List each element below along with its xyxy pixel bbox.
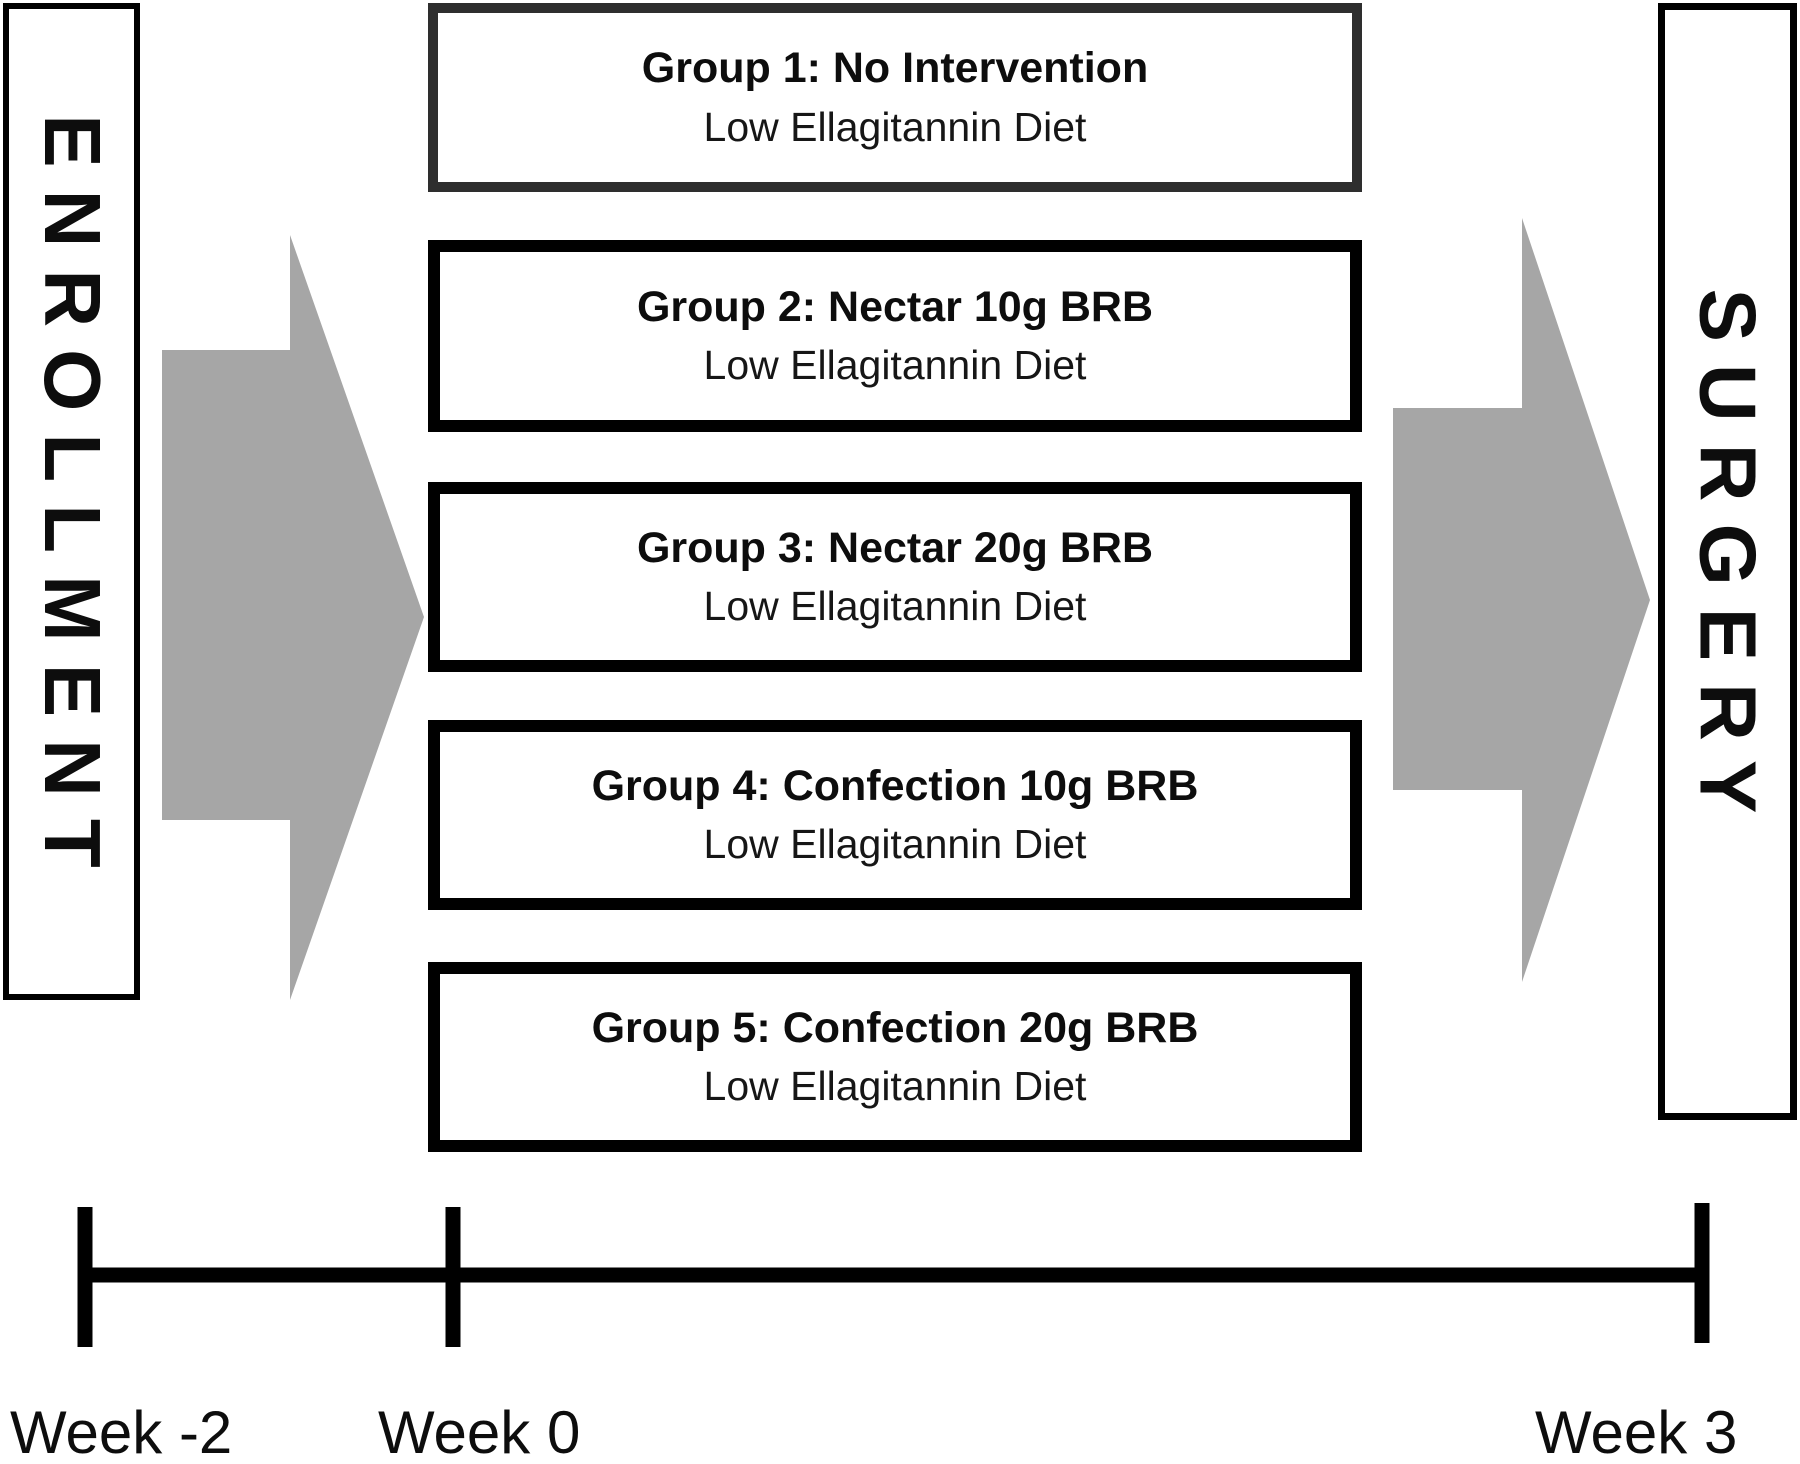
group-3-title: Group 3: Nectar 20g BRB [636, 523, 1154, 572]
enrollment-label: ENROLLMENT [27, 113, 117, 890]
group-1-subtitle: Low Ellagitannin Diet [703, 103, 1087, 150]
group-3-box: Group 3: Nectar 20g BRB Low Ellagitannin… [428, 482, 1362, 672]
group-3-subtitle: Low Ellagitannin Diet [703, 583, 1087, 630]
timeline-label-week3: Week 3 [1535, 1399, 1738, 1464]
timeline-label-week0: Week 0 [378, 1399, 581, 1464]
group-4-subtitle: Low Ellagitannin Diet [703, 821, 1087, 868]
enrollment-phase-box: ENROLLMENT [3, 3, 140, 1000]
timeline-label-week-minus2: Week -2 [10, 1399, 233, 1464]
surgery-phase-box: SURGERY [1658, 3, 1797, 1120]
group-1-box: Group 1: No Intervention Low Ellagitanni… [428, 3, 1362, 192]
group-1-title: Group 1: No Intervention [641, 44, 1149, 93]
group-2-title: Group 2: Nectar 10g BRB [636, 282, 1154, 331]
surgery-label: SURGERY [1683, 288, 1773, 835]
group-4-box: Group 4: Confection 10g BRB Low Ellagita… [428, 720, 1362, 910]
group-4-title: Group 4: Confection 10g BRB [591, 761, 1199, 810]
enrollment-to-groups-arrow [162, 235, 424, 1000]
group-2-subtitle: Low Ellagitannin Diet [703, 342, 1087, 389]
group-2-box: Group 2: Nectar 10g BRB Low Ellagitannin… [428, 240, 1362, 432]
groups-to-surgery-arrow [1393, 218, 1650, 982]
group-5-box: Group 5: Confection 20g BRB Low Ellagita… [428, 962, 1362, 1152]
group-5-subtitle: Low Ellagitannin Diet [703, 1063, 1087, 1110]
group-5-title: Group 5: Confection 20g BRB [591, 1003, 1199, 1052]
